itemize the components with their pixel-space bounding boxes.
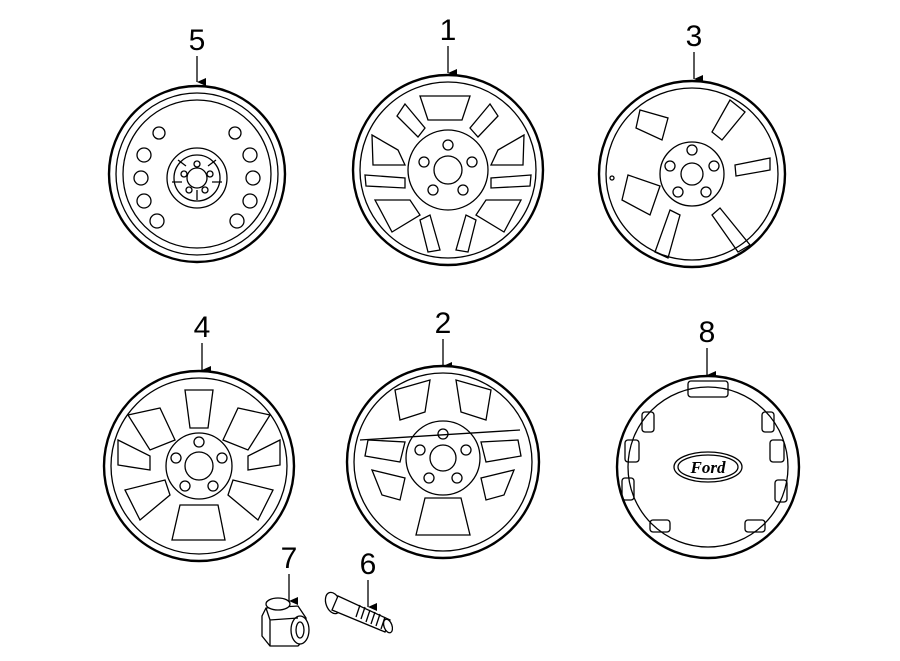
alloy-wheel-4 — [102, 369, 296, 563]
callout-label-7: 7 — [281, 542, 298, 575]
alloy-wheel-2 — [345, 364, 541, 560]
callout-label-8: 8 — [699, 316, 716, 349]
callout-label-1: 1 — [440, 14, 457, 47]
callout-label-6: 6 — [360, 548, 377, 581]
callout-label-2: 2 — [435, 307, 452, 340]
wheel-bolt-6 — [324, 591, 394, 634]
callout-8: 8 — [699, 316, 716, 379]
callout-2: 2 — [435, 307, 452, 370]
callout-4: 4 — [194, 311, 211, 374]
lug-nut-7 — [261, 597, 310, 647]
callout-label-3: 3 — [686, 20, 703, 53]
callout-6: 6 — [360, 548, 377, 611]
callout-1: 1 — [440, 14, 457, 77]
ford-oval-logo — [673, 451, 743, 483]
callout-7: 7 — [281, 542, 298, 605]
callout-5: 5 — [189, 24, 206, 86]
callout-3: 3 — [686, 20, 703, 83]
callout-label-5: 5 — [189, 24, 206, 57]
alloy-wheel-1 — [351, 73, 545, 267]
center-cap-8: Ford — [615, 374, 801, 560]
ford-logo-text: Ford — [690, 458, 726, 477]
alloy-wheel-3 — [597, 79, 787, 269]
steel-wheel-5 — [107, 84, 287, 264]
callout-label-4: 4 — [194, 311, 211, 344]
